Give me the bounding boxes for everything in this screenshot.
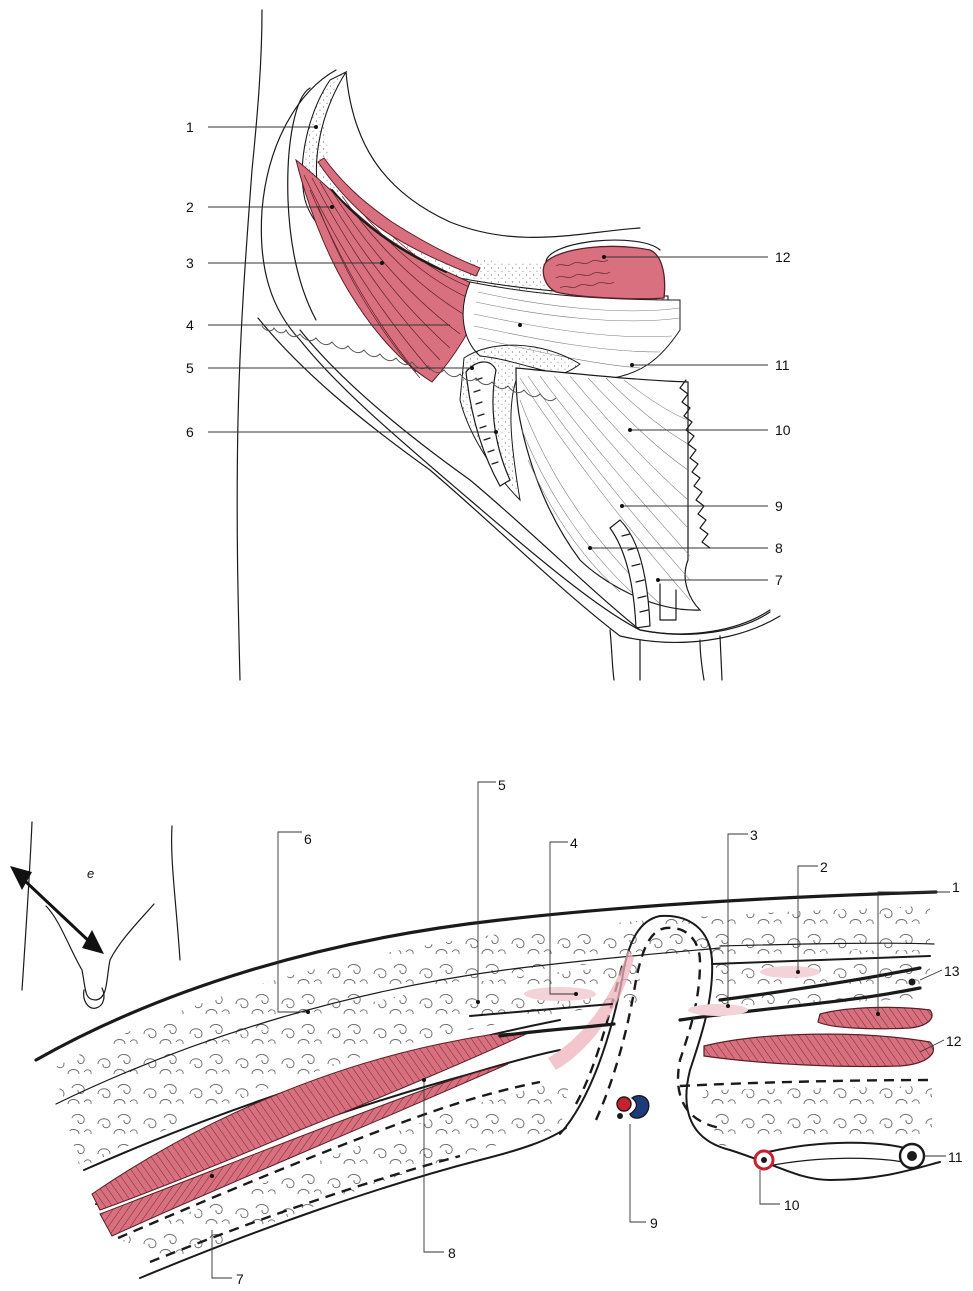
label-top-12: 12 xyxy=(775,249,791,265)
external-oblique-fibers xyxy=(516,368,700,610)
inset-sketch: e xyxy=(10,822,180,1008)
fat-right-lower xyxy=(700,1086,932,1146)
label-bottom-4: 4 xyxy=(570,835,578,851)
label-top-4: 4 xyxy=(186,317,194,333)
label-top-7: 7 xyxy=(775,572,783,588)
tint-3 xyxy=(688,1004,748,1016)
structure-11-core xyxy=(907,1151,917,1161)
vessel-10-core xyxy=(761,1157,767,1163)
label-top-2: 2 xyxy=(186,199,194,215)
label-top-9: 9 xyxy=(775,498,783,514)
label-bottom-2: 2 xyxy=(820,859,828,875)
point-13 xyxy=(909,979,916,986)
label-top-5: 5 xyxy=(186,360,194,376)
label-bottom-11: 11 xyxy=(948,1149,963,1165)
label-bottom-7: 7 xyxy=(236,1271,244,1287)
label-bottom-12: 12 xyxy=(946,1033,962,1049)
label-top-6: 6 xyxy=(186,424,194,440)
label-bottom-13: 13 xyxy=(944,963,960,979)
label-bottom-8: 8 xyxy=(448,1245,456,1261)
vein-9 xyxy=(630,1096,649,1118)
label-bottom-1: 1 xyxy=(952,879,960,895)
body-outline-left xyxy=(237,10,262,680)
label-top-10: 10 xyxy=(775,422,791,438)
tube-10-11-inner xyxy=(768,1158,912,1166)
label-top-3: 3 xyxy=(186,255,194,271)
fascia-band-inner xyxy=(346,72,640,237)
label-bottom-3: 3 xyxy=(750,827,758,843)
bottom-figure: e xyxy=(10,777,963,1287)
label-top-11: 11 xyxy=(775,357,790,373)
label-top-1: 1 xyxy=(186,119,194,135)
label-bottom-10: 10 xyxy=(784,1197,800,1213)
tube-10-11 xyxy=(768,1143,912,1152)
label-top-8: 8 xyxy=(775,540,783,556)
label-bottom-5: 5 xyxy=(498,777,506,793)
right-dashed xyxy=(680,1080,934,1086)
label-bottom-9: 9 xyxy=(650,1215,658,1231)
tint-2 xyxy=(760,966,820,978)
vessel-9-small xyxy=(617,1113,623,1119)
inset-glyph: e xyxy=(87,866,94,881)
artery-9 xyxy=(617,1097,631,1111)
top-figure: 1 2 3 4 5 6 12 11 10 9 8 7 xyxy=(186,10,791,680)
label-bottom-6: 6 xyxy=(304,831,312,847)
cut-muscle-12 xyxy=(543,246,664,298)
